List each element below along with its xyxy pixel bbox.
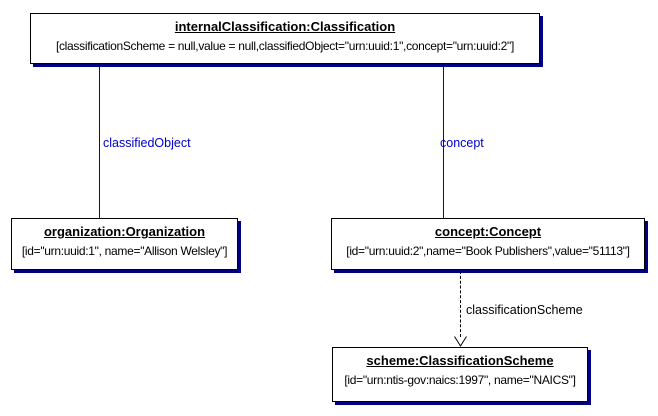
edge-label-concept: concept [440, 136, 484, 150]
node-scheme-body: [id="urn:ntis-gov:naics:1997", name="NAI… [344, 373, 576, 387]
edge-classified-object [99, 64, 100, 218]
node-concept-title: concept:Concept [434, 224, 542, 239]
node-scheme-title: scheme:ClassificationScheme [366, 353, 554, 368]
edge-classification-scheme [460, 271, 461, 337]
node-classification-title: internalClassification:Classification [174, 19, 396, 34]
edge-label-classified-object: classifiedObject [103, 136, 191, 150]
node-concept-body: [id="urn:uuid:2",name="Book Publishers",… [346, 244, 630, 258]
node-organization-body: [id="urn:uuid:1", name="Allison Welsley"… [21, 244, 228, 258]
open-arrowhead-icon [454, 336, 467, 347]
node-organization-title: organization:Organization [43, 224, 206, 239]
node-classification-body: [classificationScheme = null,value = nul… [55, 39, 515, 53]
edge-concept [443, 64, 444, 218]
node-classification: internalClassification:Classification [c… [30, 13, 540, 64]
node-concept: concept:Concept [id="urn:uuid:2",name="B… [331, 218, 645, 270]
edge-label-classification-scheme: classificationScheme [466, 303, 583, 317]
node-scheme: scheme:ClassificationScheme [id="urn:nti… [332, 347, 588, 402]
node-organization: organization:Organization [id="urn:uuid:… [11, 218, 238, 270]
